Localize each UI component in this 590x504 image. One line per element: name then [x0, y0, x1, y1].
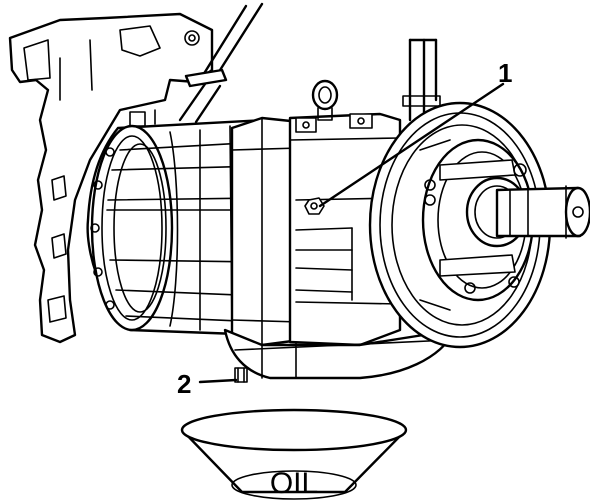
oil-fill-plug — [304, 197, 325, 215]
output-shaft — [465, 176, 590, 248]
callout-1-label: 1 — [498, 58, 512, 88]
callout-2-label: 2 — [177, 369, 191, 399]
mounting-frame — [8, 12, 214, 344]
leader-line-1 — [318, 82, 505, 208]
oil-bowl — [180, 408, 408, 500]
lifting-eye — [311, 79, 339, 121]
leader-line-2 — [198, 378, 238, 384]
oil-drain-plug — [234, 367, 248, 383]
lifting-rods — [178, 2, 441, 124]
oil-bowl-label: OIL — [270, 467, 318, 500]
